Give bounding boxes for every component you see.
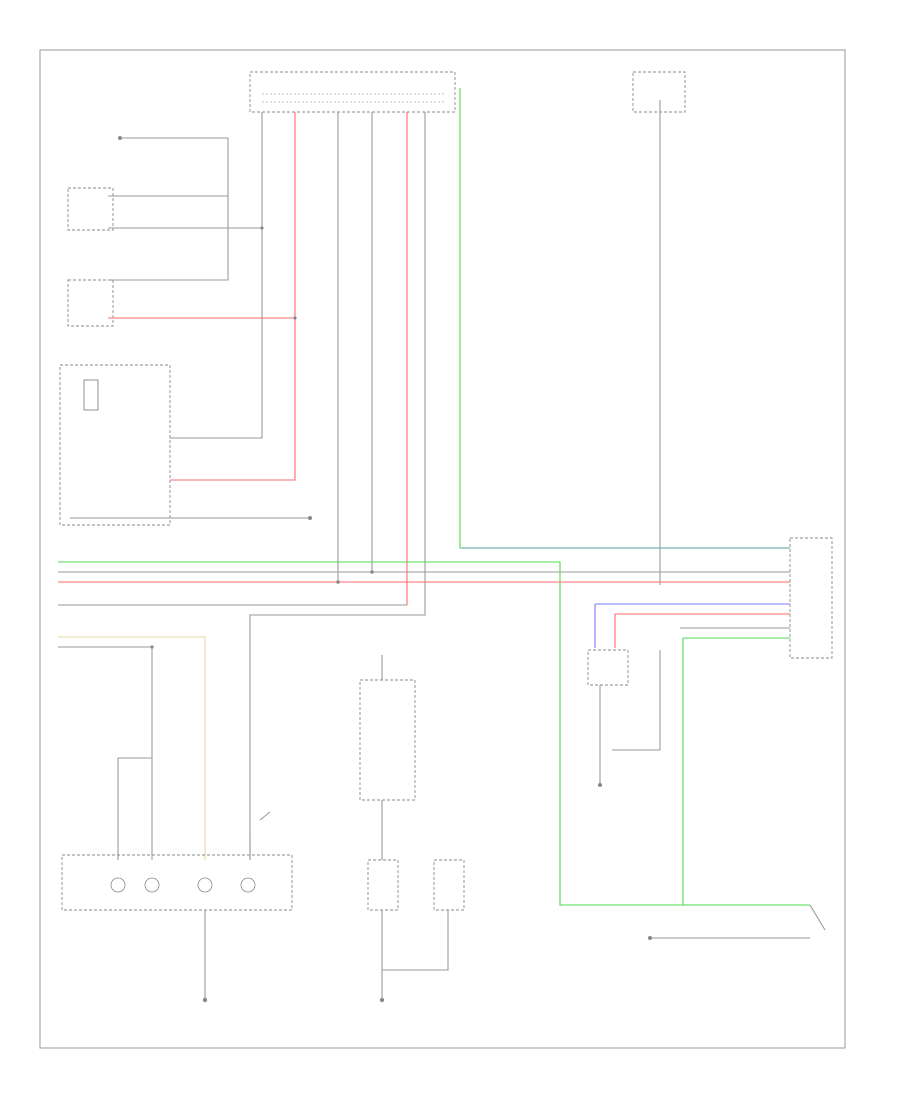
left-top-circuit [67, 136, 297, 327]
lower-right-ground [648, 904, 826, 940]
bus-green [58, 561, 810, 906]
wire-drop-1 [170, 112, 263, 439]
top-switch-block [249, 71, 456, 113]
right-sensor-circuit [587, 649, 661, 787]
wire-drop-2 [170, 112, 296, 481]
left-mid-component [59, 364, 312, 526]
wire-drop-6 [249, 112, 426, 860]
middle-relay-group [359, 655, 465, 1003]
wire-drop-7-green [459, 88, 790, 549]
lower-left-lamp-group [58, 636, 293, 1003]
right-harness-connector [594, 537, 833, 905]
diagram-frame [39, 49, 846, 1049]
top-right-switch [632, 71, 686, 113]
